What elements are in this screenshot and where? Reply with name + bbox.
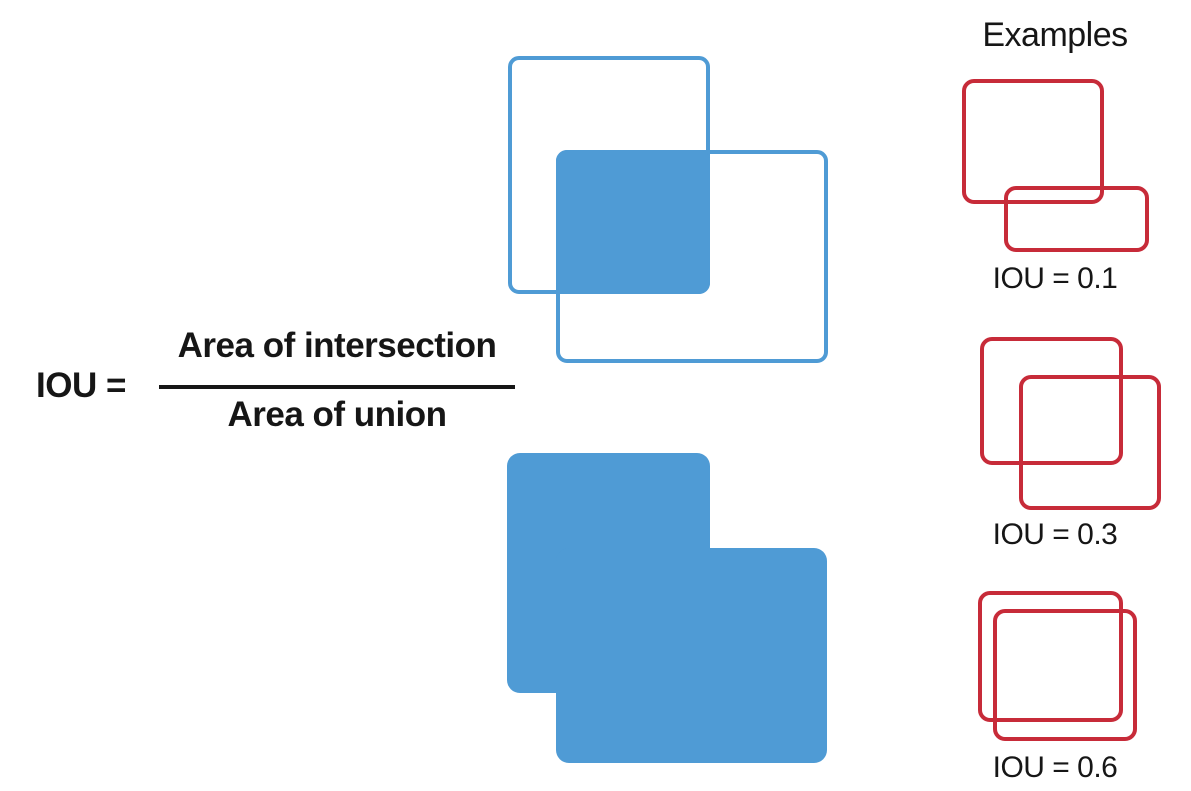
fraction-bar	[159, 385, 515, 389]
intersection-fill	[556, 150, 710, 294]
example1-label: IOU = 0.1	[992, 262, 1118, 295]
examples-title: Examples	[982, 16, 1128, 54]
example2-box-a	[980, 337, 1123, 465]
example1-box-a	[962, 79, 1104, 204]
example2-label: IOU = 0.3	[992, 518, 1118, 551]
example1-box-b	[1004, 186, 1149, 252]
example2-box-b	[1019, 375, 1161, 510]
union-box-b	[556, 548, 827, 763]
example3-label: IOU = 0.6	[992, 751, 1118, 784]
numerator-label: Area of intersection	[177, 326, 497, 365]
example3-box-b	[993, 609, 1137, 741]
iou-equals-label: IOU =	[36, 366, 126, 405]
denominator-label: Area of union	[227, 395, 447, 434]
example3-box-a	[978, 591, 1123, 722]
